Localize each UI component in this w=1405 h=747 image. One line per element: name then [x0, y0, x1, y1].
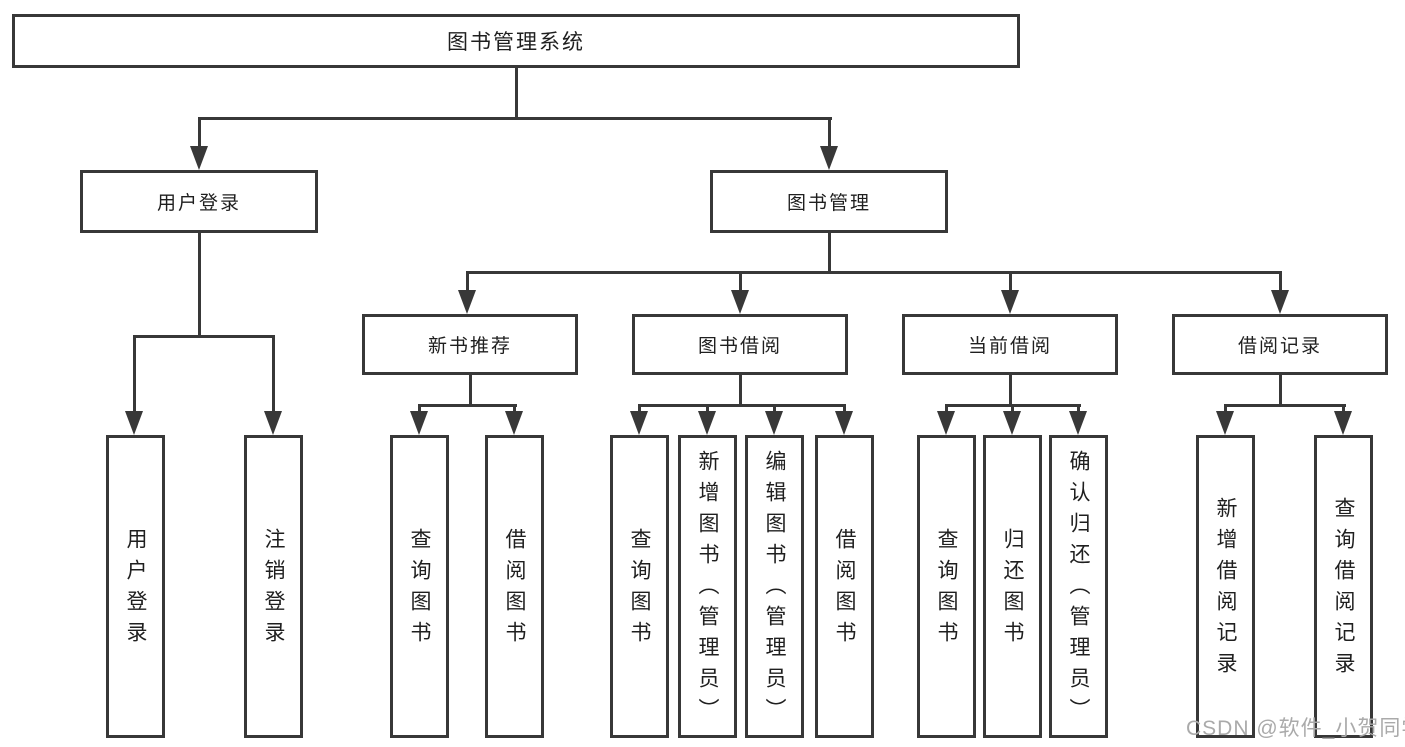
connector-line: [739, 375, 742, 407]
connector-line: [1279, 271, 1282, 292]
connector-line: [466, 271, 469, 292]
connector-line: [638, 404, 846, 407]
node-new-book-recommend: 新书推荐: [362, 314, 578, 375]
leaf-logout: 注销登录: [244, 435, 303, 738]
arrow-down-icon: [1069, 411, 1087, 435]
arrow-down-icon: [410, 411, 428, 435]
connector-line: [773, 404, 776, 413]
arrow-down-icon: [765, 411, 783, 435]
arrow-down-icon: [264, 411, 282, 435]
node-book-borrowing: 图书借阅: [632, 314, 848, 375]
leaf-edit-books-admin: 编辑图书（管理员）: [745, 435, 804, 738]
connector-line: [133, 335, 136, 413]
arrow-down-icon: [458, 290, 476, 314]
node-current-borrowing: 当前借阅: [902, 314, 1118, 375]
connector-line: [198, 117, 201, 148]
arrow-down-icon: [698, 411, 716, 435]
arrow-down-icon: [1001, 290, 1019, 314]
leaf-user-login: 用户登录: [106, 435, 165, 738]
connector-line: [1077, 404, 1080, 413]
connector-line: [1009, 271, 1012, 292]
connector-line: [513, 404, 516, 413]
connector-line: [1224, 404, 1346, 407]
connector-line: [133, 335, 275, 338]
node-borrow-records: 借阅记录: [1172, 314, 1388, 375]
connector-line: [1224, 404, 1227, 413]
arrow-down-icon: [820, 146, 838, 170]
leaf-return-books: 归还图书: [983, 435, 1042, 738]
arrow-down-icon: [731, 290, 749, 314]
connector-line: [706, 404, 709, 413]
leaf-confirm-return-admin: 确认归还（管理员）: [1049, 435, 1108, 738]
connector-line: [1011, 404, 1014, 413]
connector-line: [638, 404, 641, 413]
leaf-query-books-current: 查询图书: [917, 435, 976, 738]
connector-line: [515, 67, 518, 119]
connector-line: [1342, 404, 1345, 413]
connector-line: [1009, 375, 1012, 407]
connector-line: [418, 404, 517, 407]
connector-line: [418, 404, 421, 413]
arrow-down-icon: [630, 411, 648, 435]
connector-line: [828, 233, 831, 274]
arrow-down-icon: [505, 411, 523, 435]
leaf-add-borrow-record: 新增借阅记录: [1196, 435, 1255, 738]
leaf-add-books-admin: 新增图书（管理员）: [678, 435, 737, 738]
connector-line: [1279, 375, 1282, 407]
arrow-down-icon: [1216, 411, 1234, 435]
leaf-query-books-borrowing: 查询图书: [610, 435, 669, 738]
connector-line: [843, 404, 846, 413]
arrow-down-icon: [1271, 290, 1289, 314]
leaf-borrow-books-borrowing: 借阅图书: [815, 435, 874, 738]
leaf-query-books-recommend: 查询图书: [390, 435, 449, 738]
arrow-down-icon: [1003, 411, 1021, 435]
arrow-down-icon: [937, 411, 955, 435]
arrow-down-icon: [1334, 411, 1352, 435]
connector-line: [945, 404, 948, 413]
watermark: CSDN @软件_小贺同学: [1186, 717, 1405, 740]
connector-line: [739, 271, 742, 292]
leaf-borrow-books-recommend: 借阅图书: [485, 435, 544, 738]
connector-line: [466, 271, 1282, 274]
arrow-down-icon: [835, 411, 853, 435]
connector-line: [198, 233, 201, 337]
connector-line: [828, 117, 831, 148]
node-book-management: 图书管理: [710, 170, 948, 233]
node-root: 图书管理系统: [12, 14, 1020, 68]
connector-line: [469, 375, 472, 407]
leaf-query-borrow-record: 查询借阅记录: [1314, 435, 1373, 738]
connector-line: [198, 117, 832, 120]
arrow-down-icon: [190, 146, 208, 170]
node-user-login-group: 用户登录: [80, 170, 318, 233]
connector-line: [272, 335, 275, 413]
arrow-down-icon: [125, 411, 143, 435]
